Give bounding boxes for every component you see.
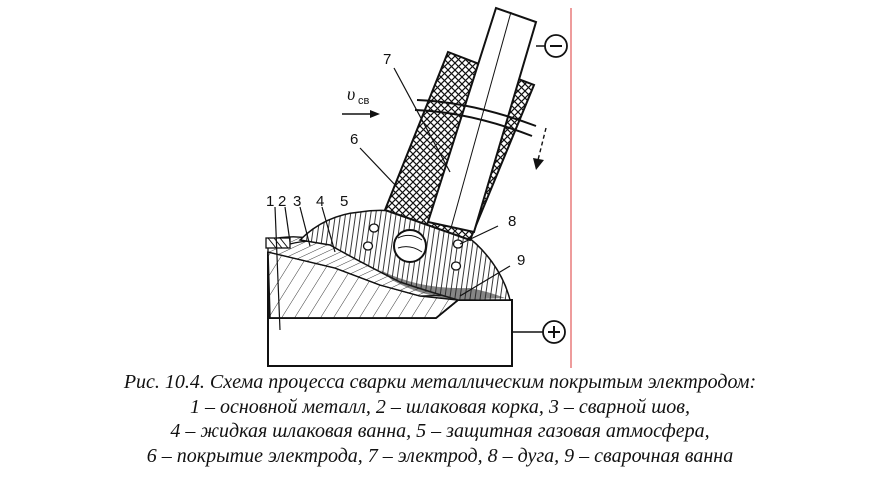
caption-title: Рис. 10.4. Схема процесса сварки металли… bbox=[123, 371, 757, 393]
label-2: 2 bbox=[278, 193, 286, 210]
label-3: 3 bbox=[293, 193, 301, 210]
label-4: 4 bbox=[316, 193, 324, 210]
label-6: 6 bbox=[350, 131, 358, 148]
velocity-subscript: св bbox=[358, 95, 370, 107]
electrode-rod bbox=[414, 6, 538, 234]
negative-terminal bbox=[536, 34, 568, 58]
caption-line-2: 1 – основной металл, 2 – шлаковая корка,… bbox=[190, 395, 690, 418]
velocity-symbol: υ bbox=[347, 84, 355, 104]
figure-caption: Рис. 10.4. Схема процесса сварки металли… bbox=[0, 370, 880, 468]
feed-arrow-icon bbox=[533, 127, 547, 170]
caption-line-3: 4 – жидкая шлаковая ванна, 5 – защитная … bbox=[170, 420, 710, 442]
label-1: 1 bbox=[266, 193, 274, 210]
travel-arrow-icon bbox=[342, 110, 380, 118]
positive-terminal bbox=[512, 320, 566, 344]
label-7: 7 bbox=[383, 51, 391, 68]
molten-droplet bbox=[393, 229, 427, 263]
caption-line-4: 6 – покрытие электрода, 7 – электрод, 8 … bbox=[146, 444, 734, 467]
weld-pool bbox=[380, 270, 505, 300]
label-5: 5 bbox=[340, 193, 348, 210]
leader-lines bbox=[274, 67, 511, 331]
label-8: 8 bbox=[508, 213, 516, 230]
gas-bubbles bbox=[362, 223, 464, 271]
label-9: 9 bbox=[517, 252, 525, 269]
welding-diagram: 1 2 3 4 5 6 7 8 9 υ св bbox=[265, 6, 572, 368]
